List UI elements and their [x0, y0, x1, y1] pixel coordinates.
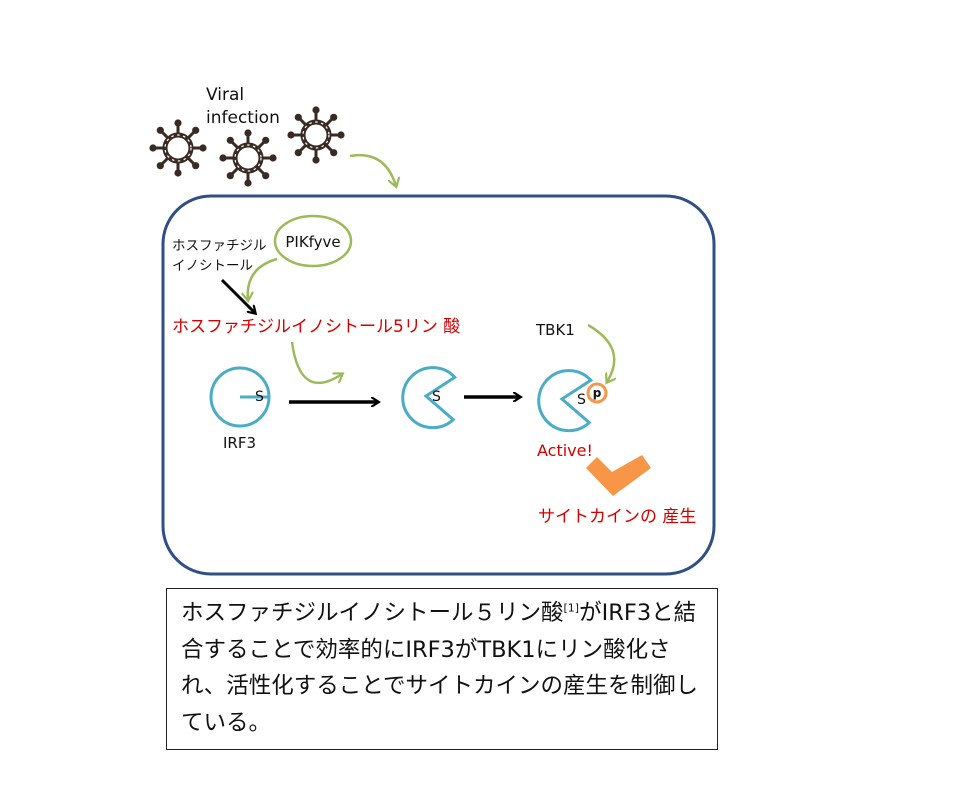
virus-icon [149, 119, 206, 176]
pi-label-line1: ホスファチジル [172, 238, 267, 254]
phosphate-icon [586, 382, 608, 404]
tbk1-phosphorylation-arrow [587, 323, 614, 382]
irf3-label: IRF3 [223, 434, 256, 452]
reference-marker[interactable]: [1] [563, 601, 580, 615]
pikfyve-catalysis-arrow [248, 257, 278, 300]
pikfyve-enzyme [273, 214, 353, 268]
cytokine-label: サイトカインの 産生 [538, 507, 696, 527]
virus-icon [219, 129, 276, 186]
pi5p-binding-arrow [290, 341, 342, 385]
s-site-label: S [577, 392, 586, 408]
virus-icon [287, 106, 344, 163]
active-label: Active! [537, 441, 593, 460]
pi5p-label: ホスファチジルイノシトール5リン 酸 [172, 317, 460, 337]
checkmark-icon [586, 455, 651, 496]
s-site-label: S [255, 389, 264, 405]
pi-label-line2: イノシトール [172, 258, 253, 274]
caption-box: ホスファチジルイノシトール５リン酸[1]がIRF3と結合することで効率的にIRF… [166, 588, 718, 750]
cell-boundary [161, 194, 716, 576]
pikfyve-label: PIKfyve [285, 233, 340, 251]
viral-label-line2: infection [206, 108, 280, 128]
caption-text-part1: ホスファチジルイノシトール５リン酸 [181, 600, 564, 626]
viral-label-line1: Viral [206, 85, 244, 105]
infection-arrow [349, 153, 396, 186]
irf3-active [537, 369, 594, 433]
phosphate-label: p [593, 386, 602, 400]
s-site-label: S [432, 389, 441, 405]
tbk1-label: TBK1 [535, 321, 575, 339]
caption-text-part2: がIRF3と結合することで効率的にIRF3がTBK1にリン酸化され、活性化するこ… [181, 600, 699, 736]
conversion-arrow [220, 278, 255, 313]
irf3-open [401, 366, 458, 430]
